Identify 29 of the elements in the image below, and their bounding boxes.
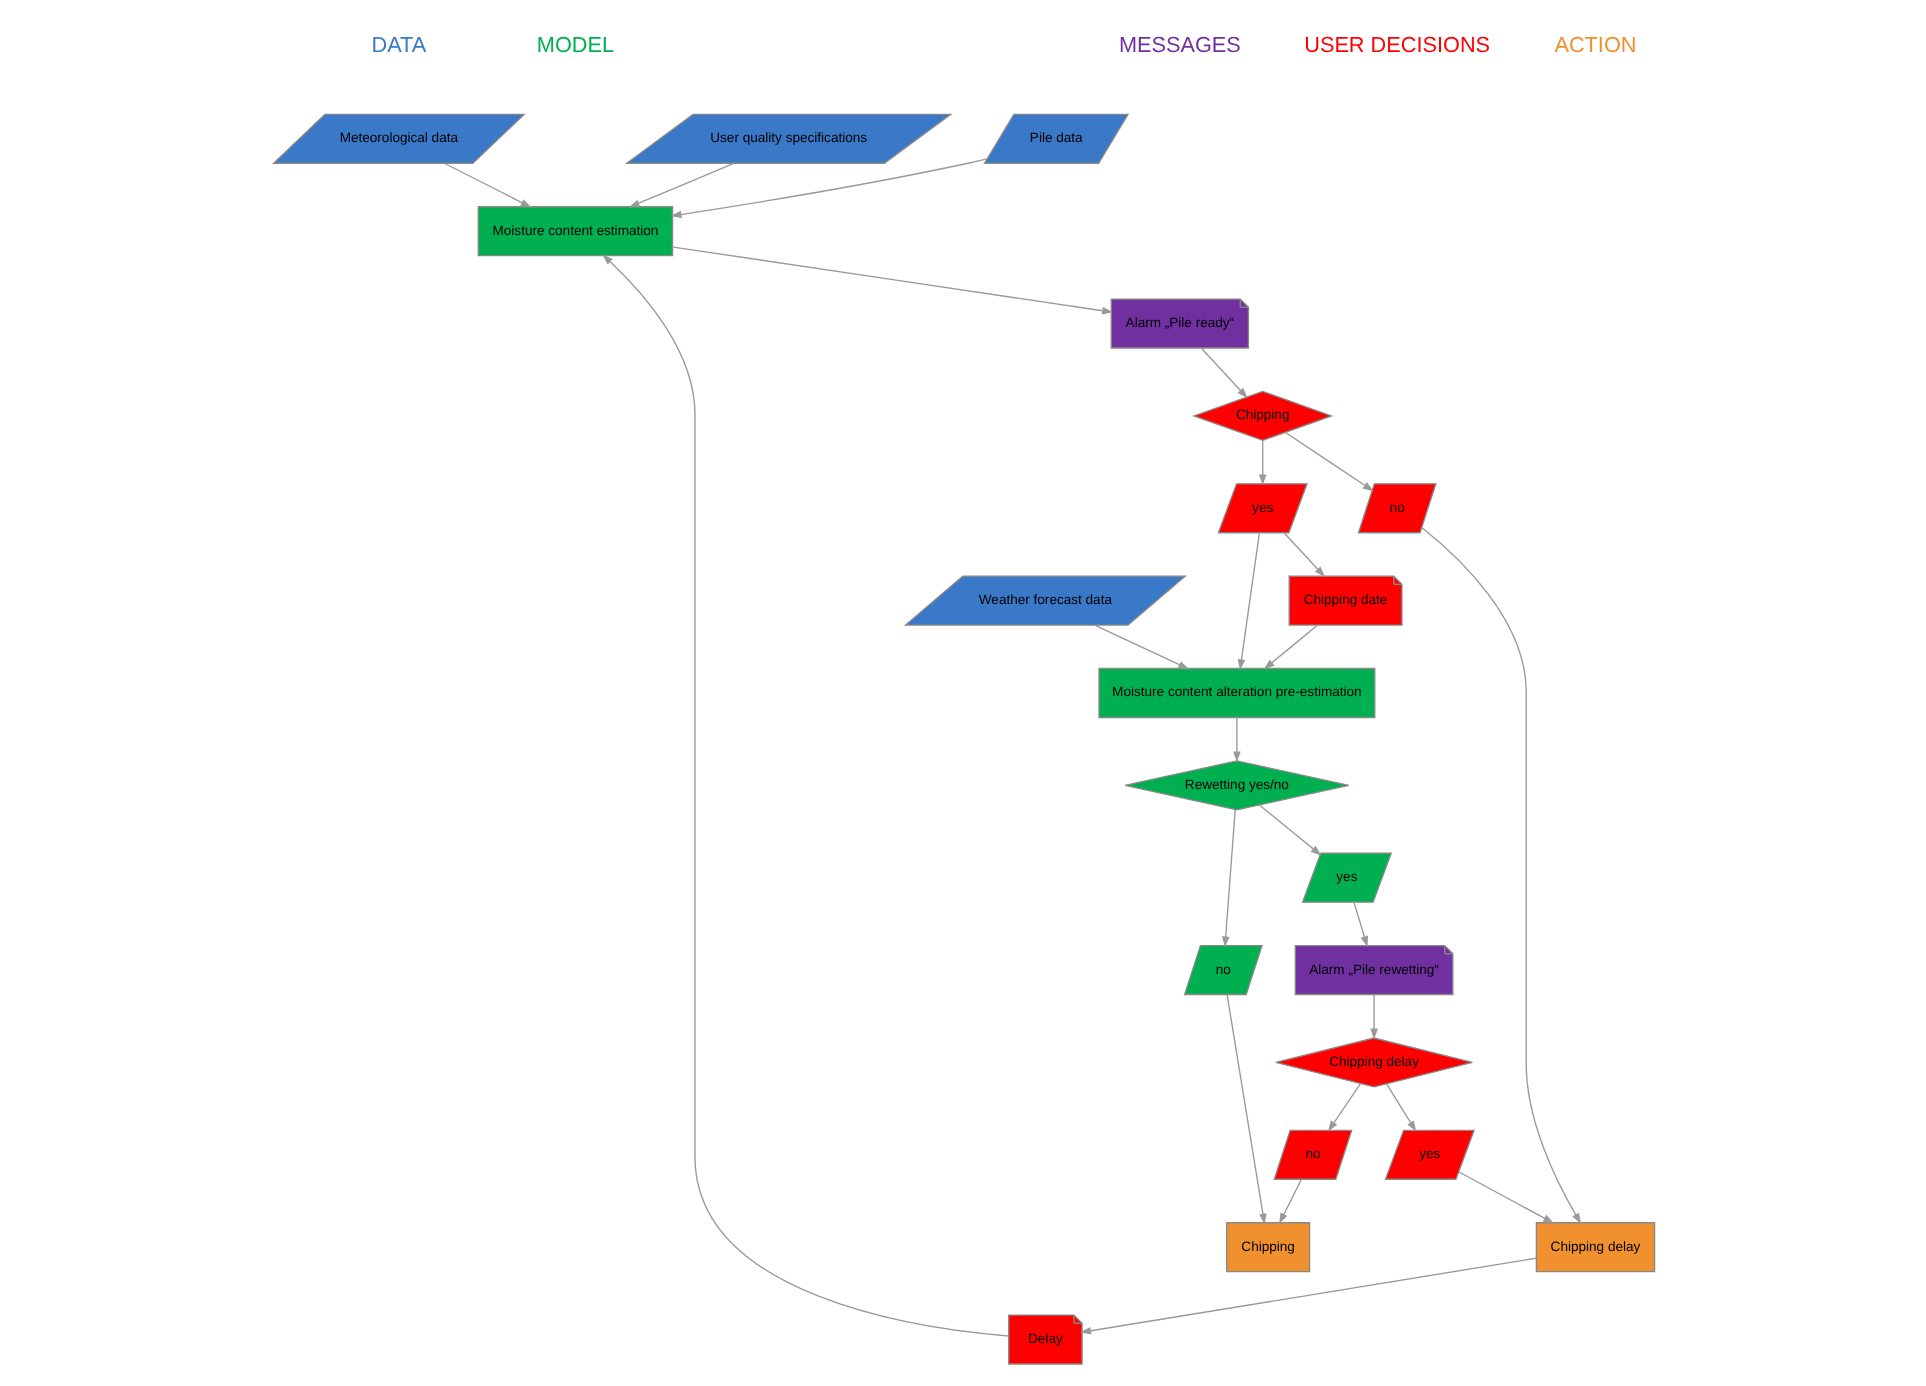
label: MODEL <box>535 33 614 58</box>
arrow <box>1236 532 1260 671</box>
arrow <box>1385 1083 1416 1132</box>
arrow <box>1352 901 1367 947</box>
arrow <box>1282 532 1325 578</box>
arrow <box>443 162 531 208</box>
arrow <box>601 254 1009 1337</box>
arrow <box>1369 994 1377 1040</box>
label: USER DECISIONS <box>1303 33 1490 58</box>
arrow <box>1079 1257 1536 1335</box>
arrow <box>1225 994 1266 1225</box>
label: DATA <box>370 33 426 58</box>
arrow <box>1278 1179 1301 1224</box>
arrow <box>1220 809 1235 948</box>
arrow <box>1257 440 1266 486</box>
arrow <box>1283 431 1373 492</box>
arrow <box>669 158 987 219</box>
label: ACTION <box>1553 33 1636 58</box>
arrow <box>627 162 733 208</box>
arrow <box>1232 717 1240 763</box>
arrow <box>1457 1171 1553 1224</box>
arrow <box>1199 347 1247 399</box>
arrow <box>1326 1083 1361 1132</box>
label: MESSAGES <box>1117 33 1240 58</box>
arrow <box>1093 624 1189 670</box>
arrow <box>671 246 1112 315</box>
arrow <box>1262 624 1317 670</box>
arrow <box>1420 527 1581 1224</box>
arrow <box>1258 804 1321 856</box>
